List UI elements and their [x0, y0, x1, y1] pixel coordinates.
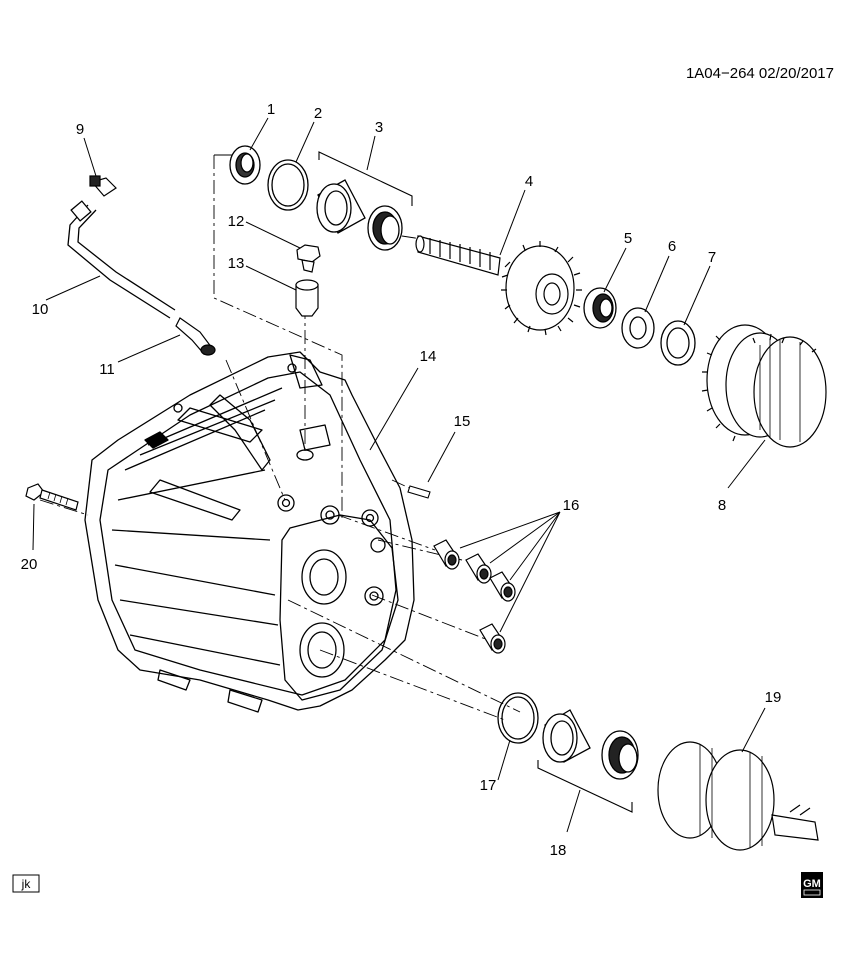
- gm-logo-text: GM: [803, 878, 821, 890]
- needle-bearing: [583, 287, 617, 329]
- callout-3: 3: [375, 119, 383, 136]
- snap-ring-lower: [497, 692, 539, 744]
- callout-10: 10: [32, 301, 49, 318]
- bracket-18: [537, 760, 633, 813]
- bushings: [433, 539, 516, 654]
- input-shaft: [415, 235, 582, 336]
- assembly-lines: [39, 155, 521, 721]
- callout-14: 14: [420, 348, 437, 365]
- callout-labels: 1 2 3 4 5 6 7 8 9 10 11 12 13 14 15 16 1…: [21, 101, 782, 859]
- callout-5: 5: [624, 230, 632, 247]
- callout-15: 15: [454, 413, 471, 430]
- bracket-3: [318, 151, 413, 206]
- vent-tube: [67, 200, 176, 319]
- callout-6: 6: [668, 238, 676, 255]
- callout-18: 18: [550, 842, 567, 859]
- diagram-code: 1A04−264 02/20/2017: [686, 65, 834, 82]
- snap-ring: [267, 159, 309, 211]
- bearing-assembly-lower: [542, 709, 639, 780]
- drain-plug: [296, 244, 321, 273]
- illustrator-tag: jk: [12, 874, 40, 893]
- dowel-pin: [407, 485, 431, 499]
- illustrator-tag-text: jk: [21, 877, 32, 891]
- shim: [660, 320, 696, 366]
- callout-7: 7: [708, 249, 716, 266]
- bearing-assembly: [316, 179, 403, 251]
- gm-logo-icon: GM: [801, 872, 823, 898]
- seal: [229, 145, 261, 185]
- leader-lines: [32, 117, 766, 833]
- callout-13: 13: [228, 255, 245, 272]
- callout-8: 8: [718, 497, 726, 514]
- callout-9: 9: [76, 121, 84, 138]
- vent-fitting: [89, 175, 117, 197]
- callout-12: 12: [228, 213, 245, 230]
- sleeve: [295, 279, 319, 317]
- callout-2: 2: [314, 105, 322, 122]
- hose-fitting: [175, 317, 216, 356]
- callout-17: 17: [480, 777, 497, 794]
- housing-bolt: [25, 483, 79, 511]
- countershaft: [657, 741, 819, 851]
- callout-16: 16: [563, 497, 580, 514]
- callout-11: 11: [99, 361, 115, 378]
- callout-20: 20: [21, 556, 38, 573]
- callout-1: 1: [267, 101, 275, 118]
- transmission-housing: [84, 351, 415, 713]
- thrust-washer: [621, 307, 655, 349]
- callout-4: 4: [525, 173, 533, 190]
- gear-cluster: [701, 324, 827, 448]
- callout-19: 19: [765, 689, 782, 706]
